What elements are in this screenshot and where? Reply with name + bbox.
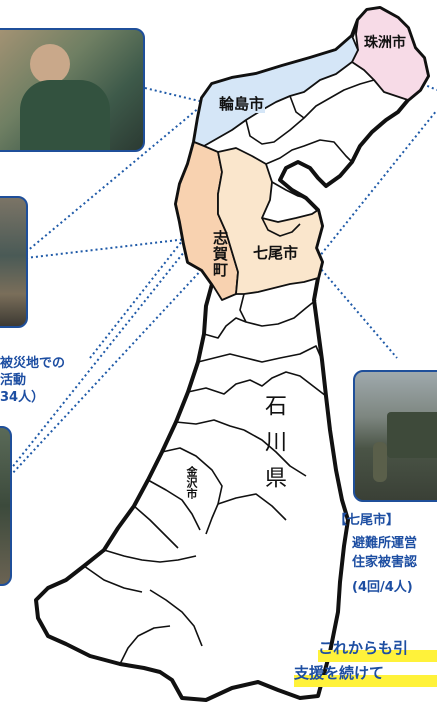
label-suzu: 珠洲市 [364,35,406,51]
left-caption-line2: 活動 [0,373,27,388]
photo-volunteer [0,28,145,152]
leader-nanao [314,261,398,359]
left-caption-line1: 被災地での [0,356,66,371]
photo-disaster-site [0,196,28,328]
label-nanao: 七尾市 [253,244,299,262]
leader-left-e [89,235,187,359]
nanao-caption-line1: 避難所運営 [352,536,418,551]
military-vehicle-icon [387,412,437,458]
label-wajima: 輪島市 [218,95,266,113]
footer-highlight-1 [318,650,437,662]
municipal-boundaries [83,79,375,665]
region-nanao [217,147,323,295]
leader-lines [9,81,437,477]
leader-left-c [9,231,201,471]
footer-line2: 支援を続けて [294,664,385,682]
label-shika: 志賀町 [211,230,229,278]
photo-nanao-vehicle [353,370,437,502]
nanao-caption-heading: 【七尾市】 [334,513,400,528]
photo-shelter [0,426,12,586]
nanao-caption-line2: 住家被害認 [352,555,418,570]
label-prefecture: 石川県 [261,394,286,502]
nanao-caption-line3: (4回/4人) [352,580,413,595]
leader-left-b [25,235,213,259]
leader-suzu [417,81,437,91]
person-body-icon [20,80,110,150]
region-wajima [193,35,359,147]
footer-highlight-2 [294,675,437,687]
leader-left-a [25,101,207,253]
soldier-icon [373,442,387,482]
leader-left-d [9,251,219,477]
label-kanazawa: 金沢市 [185,466,198,499]
footer-line1: これからも引 [318,639,409,657]
person-head-icon [30,44,70,84]
leader-wajima [144,87,213,105]
left-caption-line3: 34人） [0,390,45,405]
